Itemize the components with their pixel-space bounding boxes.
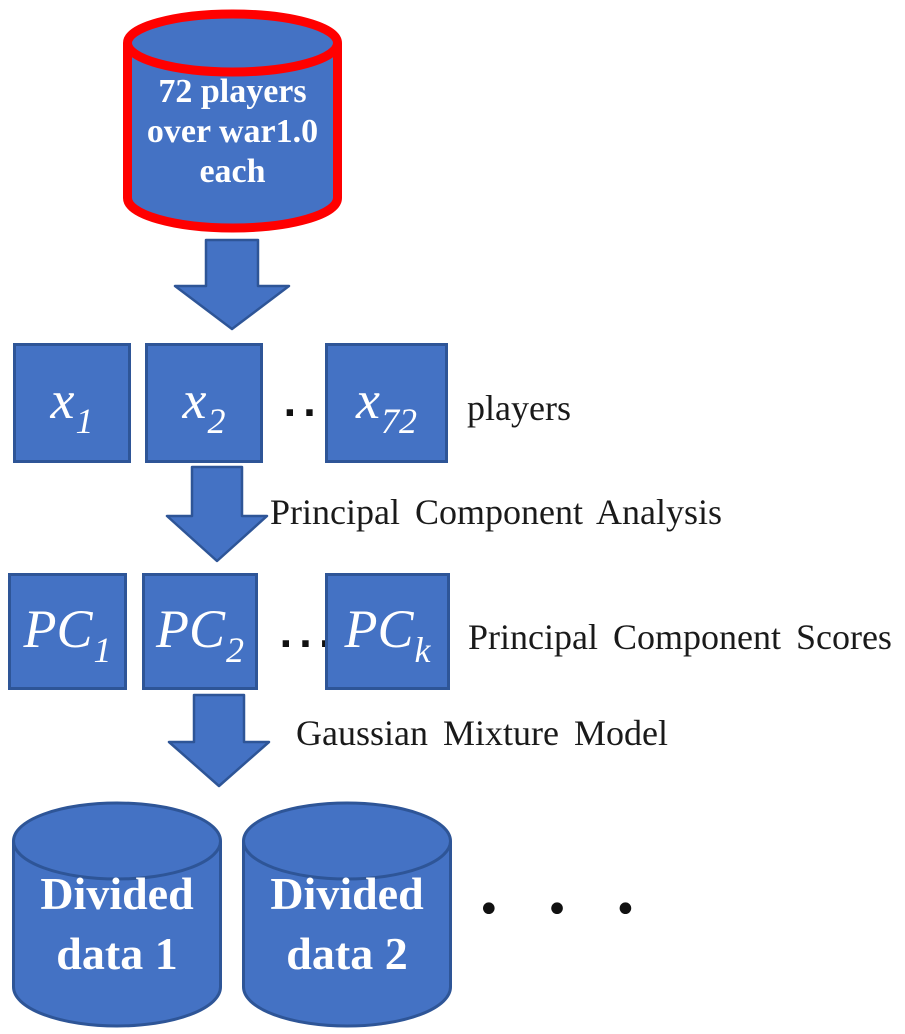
cylinder-body-shape	[123, 43, 342, 233]
source-database-label: 72 players over war1.0 each	[122, 72, 343, 192]
pc-box-k-label: PCk	[344, 598, 431, 670]
divided-data-2-cylinder-icon	[242, 801, 452, 1028]
ellipsis-icon: ···	[279, 624, 339, 665]
divided-data-1-cylinder-icon	[12, 801, 222, 1028]
player-box-1-label: x1	[50, 370, 94, 441]
source-database-cylinder-icon	[123, 9, 342, 233]
players-label: players	[467, 388, 571, 428]
divided-data-line: data 2	[286, 928, 408, 979]
down-arrow-icon	[165, 465, 269, 563]
divided-data-line: Divided	[40, 868, 194, 919]
divided-data-2-label: Divided data 2	[242, 864, 452, 984]
pc-box-1-label: PC1	[23, 598, 112, 670]
pc-scores-label: Principal Component Scores	[468, 617, 892, 657]
down-arrow-icon	[173, 238, 291, 331]
divided-data-line: Divided	[270, 868, 424, 919]
divided-data-line: data 1	[56, 928, 178, 979]
player-box-2: x2	[145, 343, 263, 463]
source-database-line: 72 players	[158, 73, 307, 110]
player-box-1: x1	[13, 343, 131, 463]
player-box-72-label: x72	[356, 370, 417, 441]
pc-box-2: PC2	[142, 573, 258, 690]
pc-box-1: PC1	[8, 573, 127, 690]
divided-data-1-label: Divided data 1	[12, 864, 222, 984]
source-database-line: each	[199, 153, 266, 190]
down-arrow-icon	[167, 693, 271, 788]
pc-box-k: PCk	[325, 573, 450, 690]
pca-step-label: Principal Component Analysis	[270, 492, 722, 532]
player-box-72: x72	[325, 343, 448, 463]
source-database-line: over war1.0	[146, 113, 319, 150]
player-box-2-label: x2	[182, 370, 226, 441]
cylinder-top-shape	[123, 9, 342, 77]
gmm-step-label: Gaussian Mixture Model	[296, 713, 668, 753]
pc-box-2-label: PC2	[155, 598, 244, 670]
ellipsis-icon: • • •	[477, 887, 654, 933]
